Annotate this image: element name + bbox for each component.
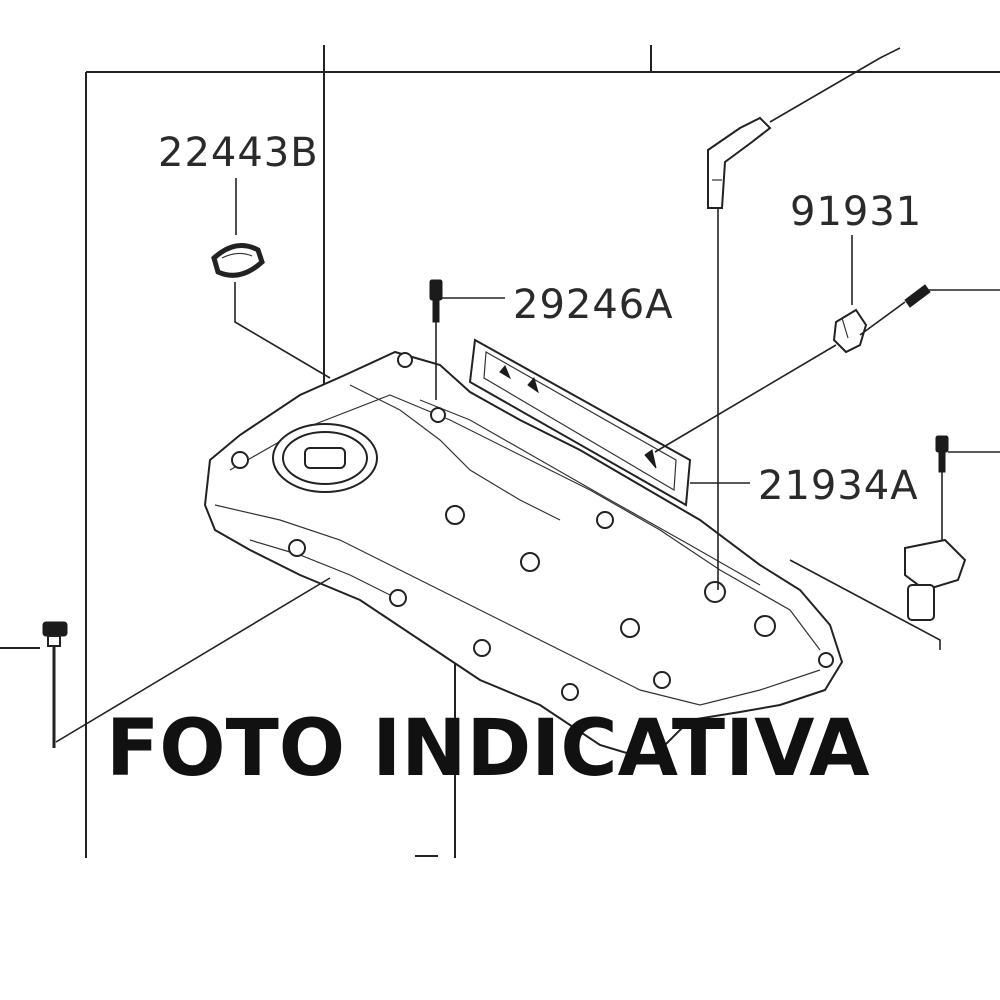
part-label-22443b: 22443B [158,130,319,176]
long-bolt-left [42,577,331,748]
bolt-part-29246a: 29246A [429,279,674,400]
watermark-text: FOTO INDICATIVA [106,704,870,794]
part-label-91931: 91931 [790,189,922,235]
connector-part-91931: 91931 [654,189,1000,453]
seal-part-22443b: 22443B [158,130,331,379]
part-label-29246a: 29246A [513,282,674,328]
cam-sensor [789,435,1000,650]
gasket-part-21934a: 21934A [468,338,919,509]
part-label-21934a: 21934A [758,463,919,509]
valve-cover-illustration [203,350,844,762]
breather-hose [707,47,901,590]
